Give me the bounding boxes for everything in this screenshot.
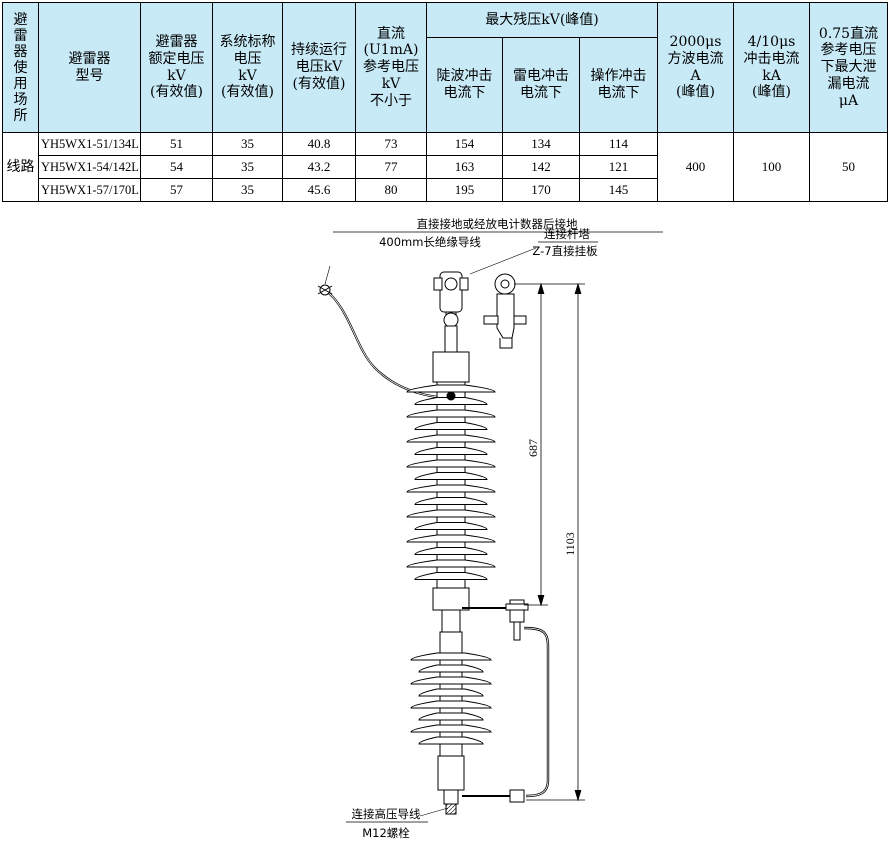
insulator-shed (414, 447, 488, 455)
cell-dc-reference: 80 (355, 178, 427, 202)
insulator-shed (406, 509, 496, 518)
cell-continuous-voltage: 45.6 (282, 178, 356, 202)
table-row: YH5WX1-57/170L 57 35 45.6 80 195 170 145 (3, 178, 888, 202)
cell-continuous-voltage: 40.8 (282, 132, 356, 156)
cell-rated-voltage: 54 (140, 155, 213, 179)
insulator-shed (418, 736, 484, 745)
insulator-shed (418, 712, 484, 721)
insulator-shed (406, 409, 496, 418)
insulator-shed (414, 572, 488, 580)
header-lightning-impulse: 雷电冲击电流下 (502, 37, 580, 133)
insulator-shed (406, 384, 496, 393)
header-switching-impulse: 操作冲击电流下 (578, 37, 659, 133)
leader-hv (419, 807, 449, 817)
header-steep-wave: 陡波冲击电流下 (426, 37, 503, 133)
z7-plate-side-view (483, 273, 527, 349)
cell-steep-wave: 154 (426, 132, 503, 156)
header-residual-voltage-group: 最大残压kV(峰值) (425, 2, 659, 38)
cell-lightning: 142 (502, 155, 580, 179)
dimension-1103: 1103 (563, 532, 577, 556)
insulator-shed (410, 652, 492, 661)
dimension-lines (514, 282, 585, 802)
cell-steep-wave: 195 (426, 178, 503, 202)
ground-wire (317, 265, 448, 400)
cell-system-voltage: 35 (212, 132, 283, 156)
header-continuous-voltage: 持续运行电压kV(有效值) (282, 2, 356, 133)
cell-lightning: 134 (502, 132, 580, 156)
header-model: 避雷器型号 (38, 2, 141, 133)
cell-square-wave: 400 (657, 132, 735, 202)
insulator-shed (414, 522, 488, 530)
label-hv-line2: M12螺栓 (362, 826, 410, 840)
insulator-shed (406, 484, 496, 493)
cell-model: YH5WX1-54/142L (38, 155, 141, 179)
cell-model: YH5WX1-57/170L (38, 178, 141, 202)
lower-unit (410, 609, 492, 815)
top-clevis (433, 271, 469, 353)
cell-model: YH5WX1-51/134L (38, 132, 141, 156)
insulator-shed (414, 422, 488, 430)
insulator-shed (414, 397, 488, 405)
cell-continuous-voltage: 43.2 (282, 155, 356, 179)
cell-system-voltage: 35 (212, 178, 283, 202)
insulator-shed (406, 434, 496, 443)
table-row: 线路 YH5WX1-51/134L 51 35 40.8 73 154 134 … (2, 132, 889, 202)
header-location: 避雷器使用场所 (2, 2, 39, 133)
insulator-shed (406, 559, 496, 568)
cell-switching: 121 (578, 155, 659, 179)
label-ground-line2: 400mm长绝缘导线 (379, 235, 481, 249)
dimension-687: 687 (526, 439, 540, 457)
cell-steep-wave: 163 (426, 155, 503, 179)
insulator-shed (410, 700, 492, 709)
label-ground-line1: 直接接地或经放电计数器后接地 (417, 217, 578, 231)
insulator-shed (414, 547, 488, 555)
insulator-shed (406, 459, 496, 468)
label-tower-line1: 连接杆塔 (544, 227, 590, 241)
cell-impulse: 100 (733, 132, 811, 202)
insulator-shed (410, 724, 492, 733)
cell-rated-voltage: 51 (140, 132, 213, 156)
cell-switching: 145 (578, 178, 659, 202)
cell-dc-reference: 77 (355, 155, 427, 179)
disconnector-bracket (462, 599, 550, 803)
cell-system-voltage: 35 (212, 155, 283, 179)
cell-location: 线路 (2, 132, 39, 202)
label-hv-line1: 连接高压导线 (352, 807, 421, 821)
cell-switching: 114 (578, 132, 659, 156)
table-row: YH5WX1-54/142L 54 35 43.2 77 163 142 121 (3, 155, 888, 179)
insulator-shed (414, 472, 488, 480)
cell-rated-voltage: 57 (140, 178, 213, 202)
insulator-shed (406, 534, 496, 543)
cell-lightning: 170 (502, 178, 580, 202)
arrester-drawing: 直接接地或经放电计数器后接地 400mm长绝缘导线 连接杆塔 Z-7直接挂板 (317, 217, 663, 840)
cell-leakage: 50 (809, 132, 889, 202)
leader-tower (469, 247, 537, 275)
insulator-shed (410, 676, 492, 685)
label-tower-line2: Z-7直接挂板 (532, 244, 598, 258)
insulator-shed (418, 664, 484, 673)
insulator-shed (414, 497, 488, 505)
insulator-shed (418, 688, 484, 697)
upper-unit (406, 351, 496, 611)
cell-dc-reference: 73 (355, 132, 427, 156)
